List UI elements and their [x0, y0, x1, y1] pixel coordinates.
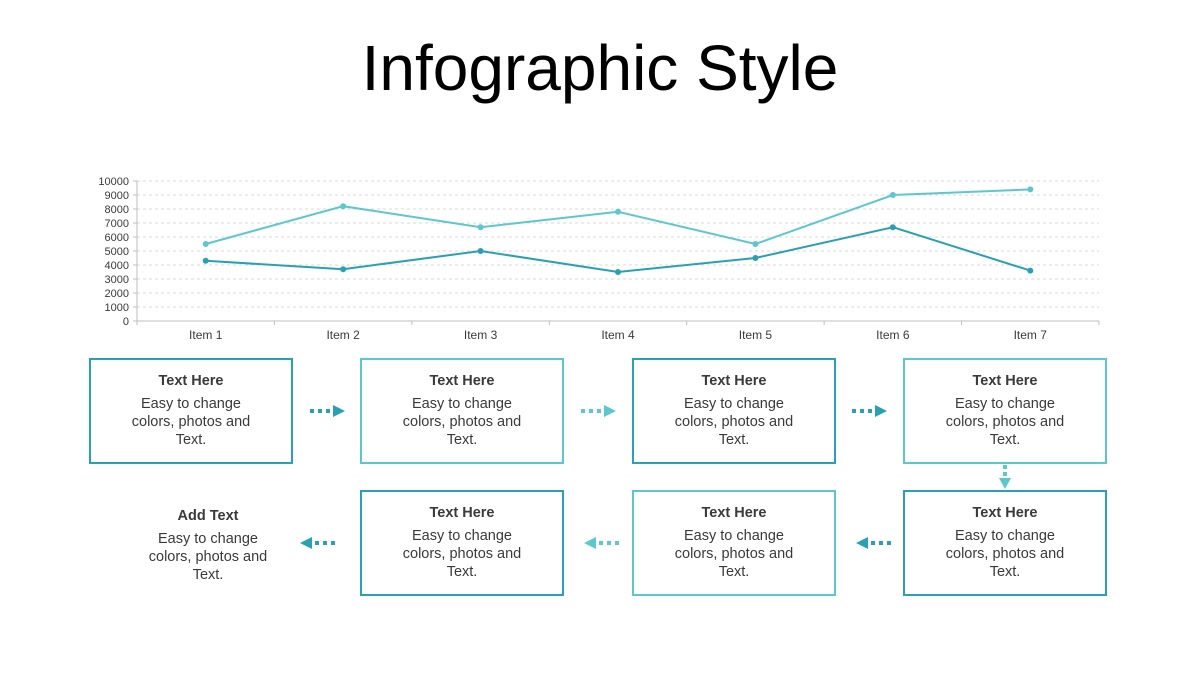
- process-box-5: Text Here Easy to change colors, photos …: [903, 490, 1107, 596]
- dotted-arrow-down-icon: [999, 465, 1011, 489]
- process-box-2: Text Here Easy to change colors, photos …: [360, 358, 564, 464]
- x-tick-label: Item 3: [464, 328, 498, 342]
- final-step-heading: Add Text: [177, 508, 239, 524]
- data-point: [752, 255, 759, 261]
- y-tick-label: 5000: [105, 246, 129, 258]
- process-box-heading: Text Here: [158, 373, 224, 389]
- process-box-1: Text Here Easy to change colors, photos …: [89, 358, 293, 464]
- dotted-arrow-left-icon: [856, 537, 891, 549]
- y-tick-label: 7000: [105, 218, 129, 230]
- y-tick-label: 3000: [105, 274, 129, 286]
- process-box-heading: Text Here: [701, 505, 767, 521]
- slide-title: Infographic Style: [361, 32, 839, 104]
- data-point: [477, 248, 484, 254]
- process-box-text: Easy to change colors, photos and Text.: [402, 528, 522, 580]
- final-step-text: Easy to change colors, photos and Text.: [148, 531, 268, 583]
- data-point: [1027, 186, 1034, 193]
- process-box-heading: Text Here: [972, 373, 1038, 389]
- data-point: [477, 224, 484, 231]
- process-box-heading: Text Here: [972, 505, 1038, 521]
- x-tick-label: Item 2: [326, 328, 360, 342]
- x-tick-label: Item 5: [739, 328, 773, 342]
- data-point: [202, 241, 209, 247]
- data-point: [615, 208, 621, 215]
- process-box-7: Text Here Easy to change colors, photos …: [360, 490, 564, 596]
- process-box-4: Text Here Easy to change colors, photos …: [903, 358, 1107, 464]
- data-point: [1027, 267, 1034, 274]
- line-chart: 0 1000 2000 3000 4000 5000 6000 7000 8000 9000 100…: [98, 176, 1100, 342]
- process-box-text: Easy to change colors, photos and Text.: [945, 396, 1065, 448]
- grid-lines: [137, 180, 1099, 308]
- data-point: [202, 257, 209, 264]
- y-tick-labels: 0 1000 2000 3000 4000 5000 6000 7000 8000 9000 100…: [98, 176, 129, 328]
- data-point: [889, 192, 896, 198]
- y-tick-label: 2000: [105, 288, 129, 300]
- process-box-text: Easy to change colors, photos and Text.: [674, 528, 794, 580]
- y-tick-label: 1000: [105, 302, 129, 314]
- process-box-3: Text Here Easy to change colors, photos …: [632, 358, 836, 464]
- axes: [133, 180, 1100, 325]
- dotted-arrow-icon: [310, 405, 345, 417]
- y-tick-label: 4000: [105, 260, 129, 272]
- x-tick-label: Item 7: [1014, 328, 1048, 342]
- process-box-heading: Text Here: [701, 373, 767, 389]
- x-tick-labels: Item 1 Item 2 Item 3 Item 4 Item 5 Item 6 Item…: [189, 328, 1047, 342]
- data-point: [752, 241, 759, 247]
- x-tick-label: Item 4: [601, 328, 635, 342]
- dotted-arrow-icon: [852, 405, 887, 417]
- process-box-6: Text Here Easy to change colors, photos …: [632, 490, 836, 596]
- process-box-text: Easy to change colors, photos and Text.: [131, 396, 251, 448]
- process-box-heading: Text Here: [429, 505, 495, 521]
- dotted-arrow-left-icon: [300, 537, 335, 549]
- final-step: Add Text Easy to change colors, photos a…: [133, 508, 283, 584]
- dotted-arrow-icon: [581, 405, 616, 417]
- y-tick-label: 8000: [105, 204, 129, 216]
- data-point: [340, 266, 347, 273]
- y-tick-label: 10000: [98, 176, 129, 188]
- process-box-heading: Text Here: [429, 373, 495, 389]
- dotted-arrow-left-icon: [584, 537, 619, 549]
- process-box-text: Easy to change colors, photos and Text.: [402, 396, 522, 448]
- data-point: [340, 203, 347, 210]
- series-lines: [202, 186, 1034, 275]
- process-box-text: Easy to change colors, photos and Text.: [674, 396, 794, 448]
- y-tick-label: 9000: [105, 190, 129, 202]
- y-tick-label: 6000: [105, 232, 129, 244]
- x-tick-label: Item 6: [876, 328, 910, 342]
- y-tick-label: 0: [123, 316, 129, 328]
- data-point: [615, 269, 621, 275]
- process-box-text: Easy to change colors, photos and Text.: [945, 528, 1065, 580]
- series-line-1: [205, 188, 1031, 246]
- data-point: [889, 224, 896, 231]
- x-tick-label: Item 1: [189, 328, 223, 342]
